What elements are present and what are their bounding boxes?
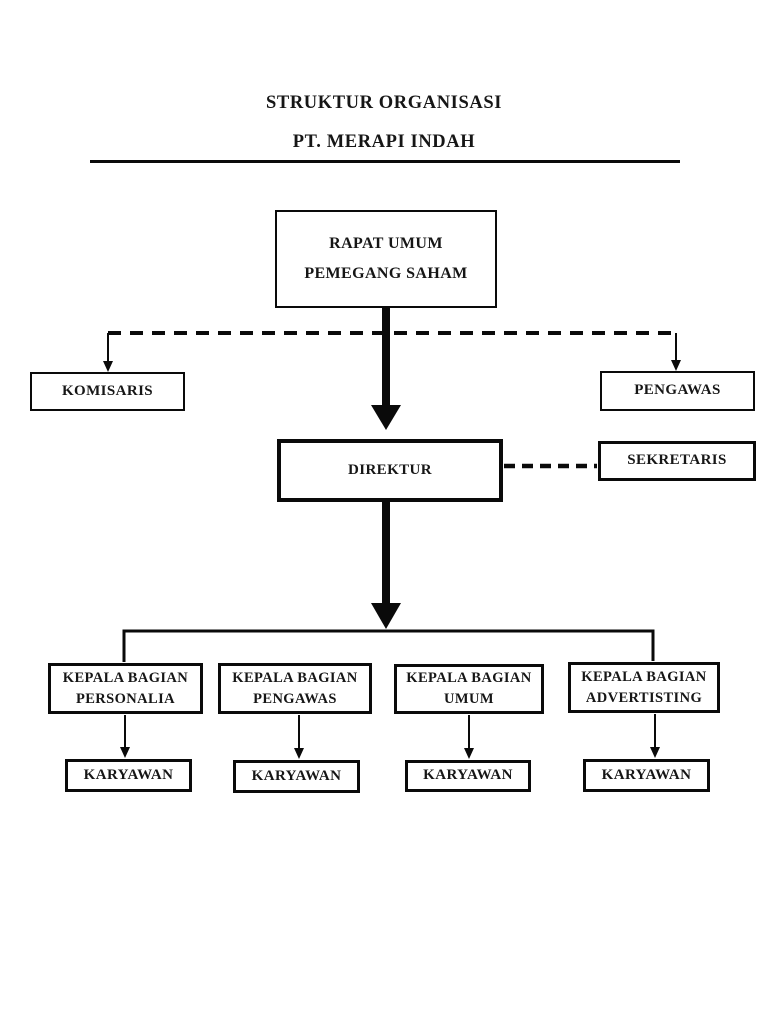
node-kepala-bagian-personalia: KEPALA BAGIAN PERSONALIA (48, 663, 203, 714)
arrowhead-karyawan-2 (294, 748, 304, 759)
node-label-line: UMUM (444, 691, 494, 707)
node-rapat-umum-pemegang-saham: RAPAT UMUM PEMEGANG SAHAM (275, 210, 497, 308)
node-label: KARYAWAN (601, 766, 692, 783)
node-label: KARYAWAN (251, 767, 342, 784)
node-label-line: PEMEGANG SAHAM (304, 265, 468, 282)
node-label-line: ADVERTISTING (585, 689, 703, 706)
node-label-line: PERSONALIA (75, 690, 176, 707)
node-label-line: RAPAT UMUM (329, 235, 443, 252)
page-title-line2: PT. MERAPI INDAH (292, 132, 476, 152)
node-direktur: DIREKTUR (277, 439, 503, 502)
edge-thick-rups-direktur-head (371, 405, 401, 430)
node-karyawan-2: KARYAWAN (233, 760, 360, 793)
node-karyawan-3: KARYAWAN (405, 760, 531, 792)
node-label: KARYAWAN (83, 766, 174, 783)
node-komisaris: KOMISARIS (30, 372, 185, 411)
node-karyawan-1: KARYAWAN (65, 759, 192, 792)
node-sekretaris: SEKRETARIS (598, 441, 756, 481)
arrowhead-karyawan-3 (464, 748, 474, 759)
node-label-line: KEPALA BAGIAN (581, 668, 707, 685)
node-label-line: KEPALA BAGIAN (406, 670, 532, 686)
arrowhead-karyawan-4 (650, 747, 660, 758)
node-label: PENGAWAS (634, 382, 721, 399)
arrowhead-komisaris (103, 361, 113, 372)
node-kepala-bagian-advertisting: KEPALA BAGIAN ADVERTISTING (568, 662, 720, 713)
title-underline (90, 160, 680, 163)
node-karyawan-4: KARYAWAN (583, 759, 710, 792)
arrowhead-pengawas (671, 360, 681, 371)
edge-thick-direktur-shaft (382, 500, 390, 604)
node-label: KARYAWAN (423, 767, 513, 784)
edge-distribution-line (122, 629, 655, 662)
node-label: DIREKTUR (347, 461, 433, 478)
node-label: KOMISARIS (61, 382, 154, 399)
page-title-line1: STRUKTUR ORGANISASI (265, 93, 503, 113)
arrowhead-karyawan-1 (120, 747, 130, 758)
node-kepala-bagian-pengawas: KEPALA BAGIAN PENGAWAS (218, 663, 372, 714)
node-label-line: PENGAWAS (253, 690, 337, 707)
node-kepala-bagian-umum: KEPALA BAGIAN UMUM (394, 664, 544, 714)
node-label: SEKRETARIS (627, 452, 727, 469)
node-label-line: KEPALA BAGIAN (232, 669, 358, 686)
node-pengawas: PENGAWAS (600, 371, 755, 411)
node-label-line: KEPALA BAGIAN (62, 669, 189, 686)
edge-thick-rups-direktur-shaft (382, 306, 390, 406)
edge-thick-direktur-head (371, 603, 401, 629)
